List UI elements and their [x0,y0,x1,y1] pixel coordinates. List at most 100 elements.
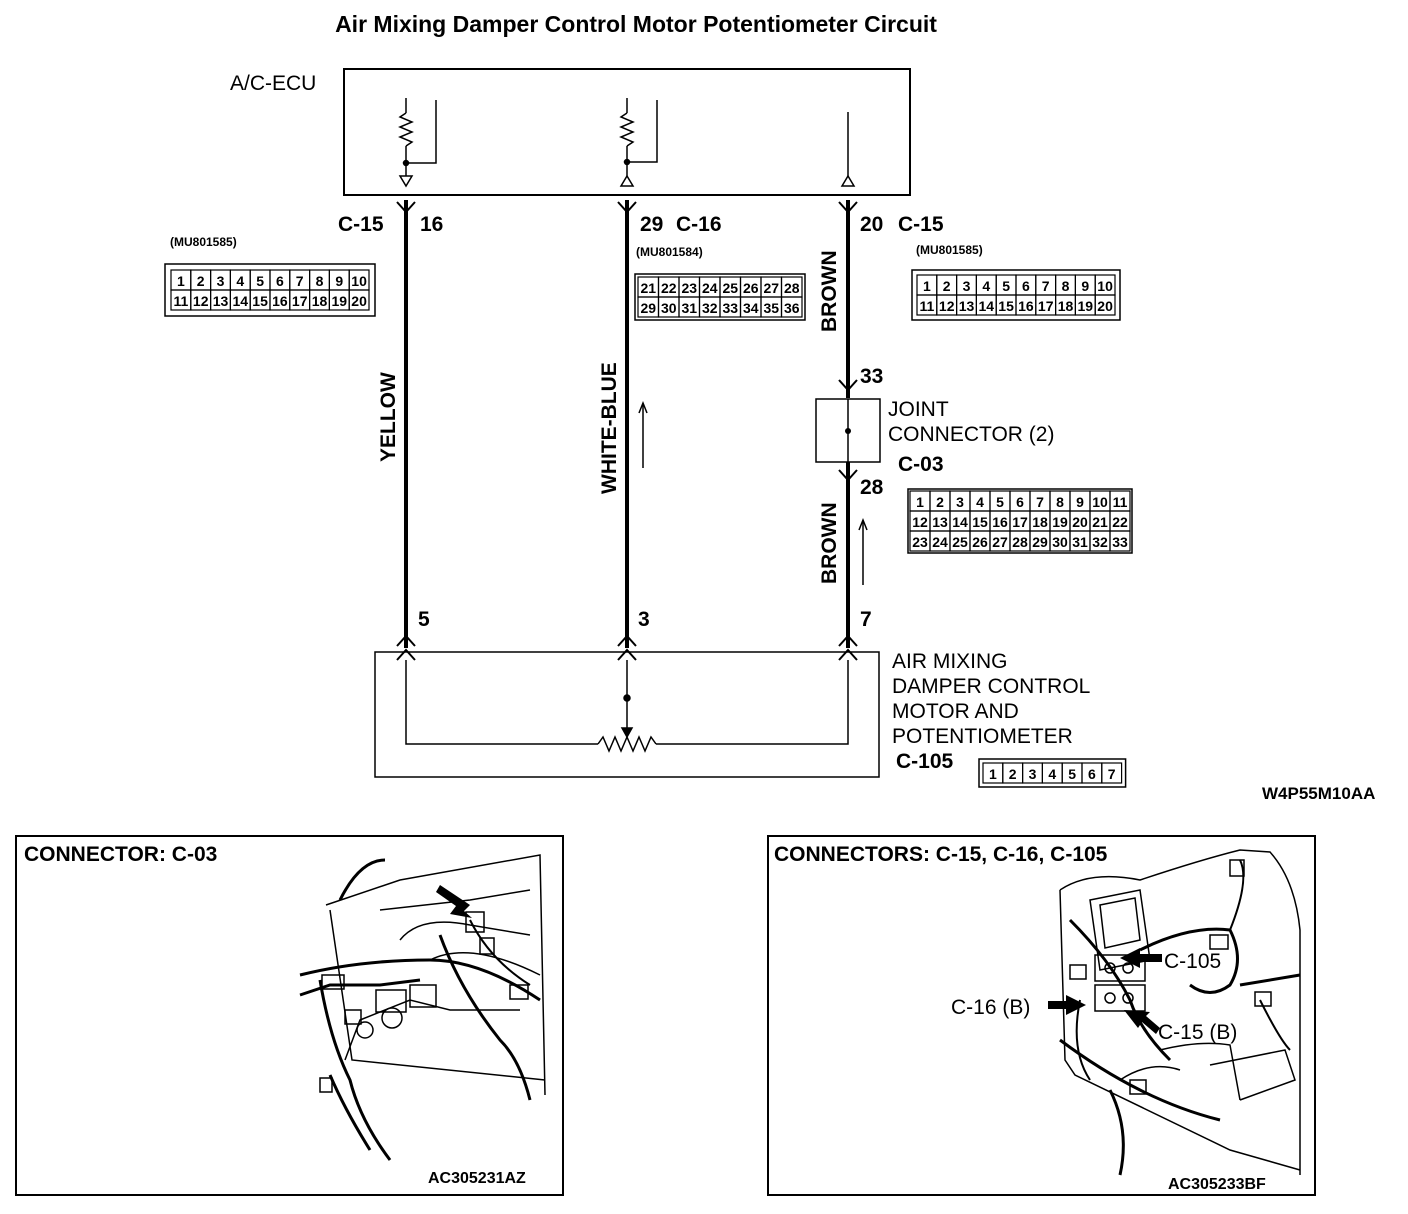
connector-pin-label: 17 [1038,298,1054,314]
joint-connector-name: C-03 [898,453,944,476]
connector-pin-cell [1101,762,1123,784]
motor-pin-7: 7 [860,608,872,631]
connector-pin-label: 31 [681,300,697,316]
connector-pin-label: 20 [351,293,367,309]
connector-pin-label: 7 [1042,278,1050,294]
connector-pin-label: 24 [702,280,718,296]
connector-pin-label: 21 [640,280,656,296]
connector-pin-label: 3 [956,494,964,510]
connector-pin-label: 27 [763,280,779,296]
wire-label-brown-upper: BROWN [818,250,841,332]
connector-pin-label: 8 [1062,278,1070,294]
connector-pin-label: 7 [296,273,304,289]
motor-box [374,651,880,778]
connector-pin-label: 6 [1088,766,1096,782]
ecu-internal-circuit-3 [840,112,856,187]
diagram-title: Air Mixing Damper Control Motor Potentio… [335,11,937,37]
connector-pin-label: 14 [952,514,968,530]
connector-pin-label: 27 [992,534,1008,550]
connector-pin-cell [780,296,803,318]
ecu-label: A/C-ECU [230,72,316,95]
connector-pin-label: 3 [1029,766,1037,782]
connector-pin-label: 4 [976,494,984,510]
pointer-arrow-c105 [1120,948,1162,968]
connector-pin-cell [1094,294,1116,316]
connector-pin-label: 6 [276,273,284,289]
motor-label-line4: POTENTIOMETER [892,725,1073,748]
connector-pin-label: 22 [1112,514,1128,530]
connector-pin-label: 5 [256,273,264,289]
terminal-connector-c16: C-16 [676,213,722,236]
terminal-connector-c15-right: C-15 [898,213,944,236]
wire-label-white-blue: WHITE-BLUE [598,362,621,494]
panel-connector-c03 [15,835,564,1196]
connector-pin-label: 20 [1072,514,1088,530]
ecu-internal-circuit-1 [398,98,437,188]
connector-pin-label: 2 [1009,766,1017,782]
connector-pin-label: 17 [1012,514,1028,530]
connector-pin-cell [1109,530,1131,552]
connector-pin-label: 14 [979,298,995,314]
connector-pin-label: 30 [661,300,677,316]
connector-pin-label: 16 [1018,298,1034,314]
pointer-arrow-c15 [1124,1010,1160,1034]
connector-pin-label: 18 [312,293,328,309]
connector-pin-label: 11 [1113,494,1128,510]
connector-pin-label: 14 [233,293,249,309]
potentiometer-symbol [405,660,849,753]
connector-pin-label: 12 [912,514,928,530]
connector-pin-label: 31 [1072,534,1088,550]
connector-pin-label: 4 [982,278,990,294]
panel-left-code: AC305231AZ [428,1170,526,1187]
connector-pin-label: 28 [784,280,800,296]
connector-pin-label: 10 [1097,278,1113,294]
connector-pin-label: 33 [1112,534,1128,550]
connector-pin-label: 13 [959,298,975,314]
connector-pin-label: 6 [1016,494,1024,510]
connector-pin-label: 26 [743,280,759,296]
connector-pin-cell [348,289,370,311]
connector-pin-label: 3 [217,273,225,289]
connector-pin-label: 12 [193,293,209,309]
connector-pin-label: 11 [919,298,934,314]
connector-pin-label: 4 [1048,766,1056,782]
connector-pin-label: 32 [702,300,718,316]
connector-pin-label: 7 [1036,494,1044,510]
connector-pin-label: 4 [236,273,244,289]
connector-pin-label: 23 [681,280,697,296]
connector-pin-label: 17 [292,293,308,309]
connector-pin-label: 15 [998,298,1014,314]
connector-pin-label: 5 [1002,278,1010,294]
connector-pin-label: 3 [963,278,971,294]
connector-pin-label: 36 [784,300,800,316]
pointer-arrow-c03 [436,885,472,918]
connector-pin-label: 7 [1108,766,1116,782]
c16-part-number: (MU801584) [636,245,703,259]
connector-pin-label: 1 [177,273,185,289]
c15-right-part-number: (MU801585) [916,243,983,257]
c15-left-part-number: (MU801585) [170,235,237,249]
connector-pin-label: 28 [1012,534,1028,550]
connector-pin-label: 23 [912,534,928,550]
connector-pin-label: 22 [661,280,677,296]
motor-label-line1: AIR MIXING [892,650,1008,673]
connector-pin-label: 18 [1032,514,1048,530]
connector-pin-label: 24 [932,534,948,550]
joint-pin-33: 33 [860,365,883,388]
motor-pin-5: 5 [418,608,430,631]
connector-pin-label: 32 [1092,534,1108,550]
joint-label-line1: JOINT [888,398,949,421]
connector-pin-label: 16 [992,514,1008,530]
connector-pin-label: 1 [923,278,931,294]
connector-pin-label: 20 [1097,298,1113,314]
wire-label-brown-lower: BROWN [818,502,841,584]
terminal-chevrons [396,201,858,661]
connector-pin-label: 9 [1081,278,1089,294]
panel-right-code: AC305233BF [1168,1176,1266,1193]
terminal-pin-20: 20 [860,213,883,236]
joint-label-line2: CONNECTOR (2) [888,423,1054,446]
terminal-connector-c15-left: C-15 [338,213,384,236]
connector-pin-label: 21 [1092,514,1108,530]
